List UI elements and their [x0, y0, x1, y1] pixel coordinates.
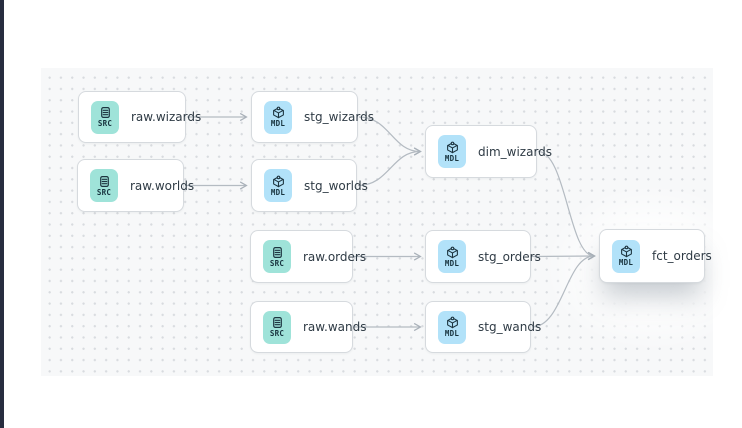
mdl-badge: MDL — [438, 135, 466, 168]
badge-label: MDL — [270, 119, 286, 129]
node-label: raw.wands — [303, 320, 367, 334]
edge-stg_wizards-to-dim_wizards[interactable] — [358, 116, 422, 156]
badge-label: MDL — [618, 258, 634, 268]
node-label: stg_worlds — [304, 178, 368, 193]
node-label: stg_wands — [478, 320, 542, 334]
cube-icon — [620, 245, 633, 258]
database-icon — [98, 175, 111, 188]
node-label: raw.orders — [303, 249, 367, 264]
cube-icon — [446, 141, 459, 154]
mdl-badge: MDL — [264, 100, 292, 134]
node-label: raw.wizards — [131, 110, 202, 124]
node-stg_orders[interactable]: MDL stg_orders — [425, 230, 541, 283]
node-label: stg_orders — [478, 249, 541, 264]
database-icon — [271, 316, 284, 329]
node-raw_wands[interactable]: SRC raw.wands — [250, 301, 366, 353]
src-badge: SRC — [91, 100, 119, 134]
badge-label: MDL — [270, 187, 286, 197]
mdl-badge: MDL — [264, 169, 292, 202]
node-label: raw.worlds — [130, 178, 195, 193]
mdl-badge: MDL — [438, 310, 466, 344]
cube-icon — [446, 246, 459, 259]
node-raw_wizards[interactable]: SRC raw.wizards — [78, 91, 201, 143]
node-label: dim_wizards — [478, 144, 553, 159]
badge-label: SRC — [269, 258, 285, 268]
node-label: fct_orders — [652, 249, 712, 263]
database-icon — [99, 106, 112, 119]
mdl-badge: MDL — [612, 239, 640, 273]
badge-label: MDL — [444, 329, 460, 339]
src-badge: SRC — [90, 169, 118, 202]
badge-label: SRC — [96, 187, 112, 197]
cube-icon — [446, 316, 459, 329]
node-stg_wizards[interactable]: MDL stg_wizards — [251, 91, 374, 143]
badge-label: SRC — [97, 119, 113, 129]
badge-label: MDL — [444, 153, 460, 163]
node-raw_orders[interactable]: SRC raw.orders — [250, 230, 366, 283]
sidebar-edge — [0, 0, 4, 428]
cube-icon — [272, 106, 285, 119]
badge-label: MDL — [444, 258, 460, 268]
edge-stg_wands-to-fct_orders[interactable] — [531, 251, 596, 328]
badge-label: SRC — [269, 329, 285, 339]
database-icon — [271, 246, 284, 259]
node-raw_worlds[interactable]: SRC raw.worlds — [77, 159, 194, 212]
src-badge: SRC — [263, 240, 291, 273]
cube-icon — [272, 175, 285, 188]
edge-dim_wizards-to-fct_orders[interactable] — [537, 150, 596, 261]
node-stg_wands[interactable]: MDL stg_wands — [425, 301, 541, 353]
node-fct_orders[interactable]: MDL fct_orders — [599, 229, 712, 283]
src-badge: SRC — [263, 310, 291, 344]
node-stg_worlds[interactable]: MDL stg_worlds — [251, 159, 368, 212]
edge-stg_orders-to-fct_orders[interactable] — [531, 251, 596, 261]
edge-stg_worlds-to-dim_wizards[interactable] — [357, 147, 422, 187]
node-label: stg_wizards — [304, 110, 374, 124]
node-dim_wizards[interactable]: MDL dim_wizards — [425, 125, 552, 178]
mdl-badge: MDL — [438, 240, 466, 273]
